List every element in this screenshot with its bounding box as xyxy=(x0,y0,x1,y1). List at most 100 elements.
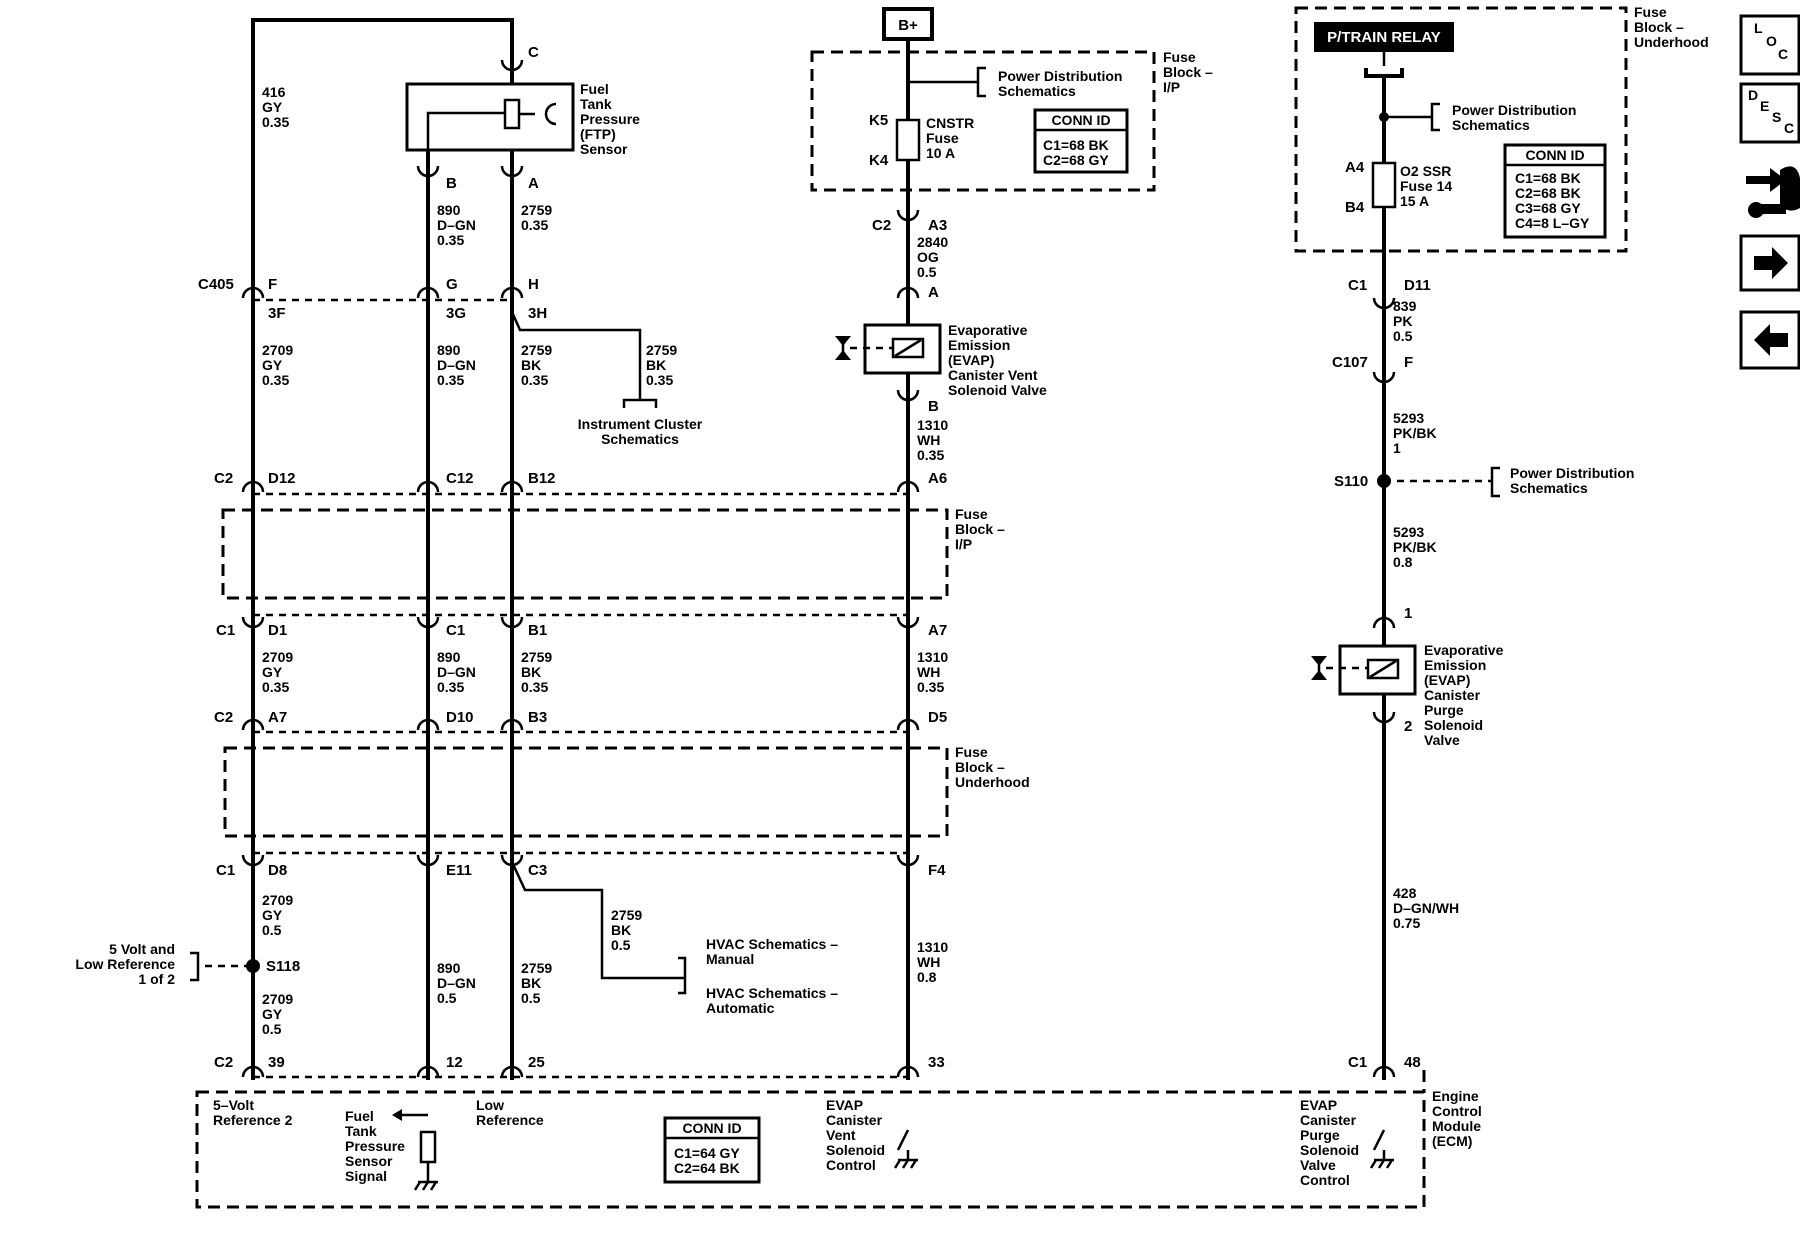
wire-labels: 416 GY 0.35 890 D–GN 0.35 2759 0.35 2709… xyxy=(262,84,1459,1037)
pin-25: 25 xyxy=(528,1054,545,1071)
connector-c1: C1 xyxy=(1348,1054,1367,1071)
conn-id-title: CONN ID xyxy=(1051,112,1110,128)
loc-letter: O xyxy=(1766,33,1777,49)
pin-labels: C405 F G H 3F 3G 3H C2 D12 C12 B12 A6 C1… xyxy=(198,217,1431,1071)
wire-label: 0.5 xyxy=(521,990,541,1006)
ftp-sensor-label: Sensor xyxy=(580,141,628,157)
wire-label: BK xyxy=(646,357,666,373)
conn-id-line: C3=68 GY xyxy=(1515,200,1581,216)
wire-label: WH xyxy=(917,432,940,448)
wire-label: 2709 xyxy=(262,342,293,358)
diagnostic-tool-icon[interactable] xyxy=(1746,166,1800,218)
connector-c107: C107 xyxy=(1332,354,1368,371)
wire-label: 0.35 xyxy=(521,679,548,695)
ecm-pin-label: Reference xyxy=(476,1112,544,1128)
pin-a7: A7 xyxy=(268,709,287,726)
wire-label: 890 xyxy=(437,649,461,665)
ecm-outline xyxy=(195,1090,1426,1209)
wire-label: 0.35 xyxy=(521,372,548,388)
fuse-label: Fuse xyxy=(926,130,959,146)
wire-label: 1310 xyxy=(917,939,948,955)
pin-h: H xyxy=(528,276,539,293)
location-button[interactable]: L O C xyxy=(1739,14,1800,76)
power-dist-label: Schematics xyxy=(1510,480,1588,496)
pin-c3: C3 xyxy=(528,862,547,879)
five-volt-label: Low Reference xyxy=(75,956,175,972)
desc-letter: S xyxy=(1772,109,1781,125)
conn-id-line: C1=64 GY xyxy=(674,1145,740,1161)
wire-label: D–GN xyxy=(437,217,476,233)
wire-label: 428 xyxy=(1393,885,1417,901)
conn-id-line: C2=68 GY xyxy=(1043,152,1109,168)
ecm-pin-label: Pressure xyxy=(345,1138,405,1154)
wire-label: 0.35 xyxy=(521,217,548,233)
next-arrow-button[interactable] xyxy=(1739,234,1800,292)
pin-g: G xyxy=(446,276,458,293)
pin-b3: B3 xyxy=(528,709,547,726)
ecm-pin-label: Canister xyxy=(1300,1112,1357,1128)
ftp-sensor-label: (FTP) xyxy=(580,126,616,142)
wire-label: GY xyxy=(262,99,283,115)
ecm-pin-label: Purge xyxy=(1300,1127,1340,1143)
wire-label: 0.5 xyxy=(611,937,631,953)
wire-label: 1310 xyxy=(917,649,948,665)
wire-label: BK xyxy=(611,922,631,938)
conn-id-box xyxy=(1033,108,1129,174)
terminal-arcs xyxy=(241,59,1396,1078)
wire-label: 2759 xyxy=(521,960,552,976)
wire-label: 0.5 xyxy=(262,922,282,938)
ftp-sensor-label: Tank xyxy=(580,96,612,112)
pin-a7: A7 xyxy=(928,622,947,639)
wire-label: 2759 xyxy=(611,907,642,923)
fuse-label: 10 A xyxy=(926,145,955,161)
connector-c1: C1 xyxy=(1348,277,1367,294)
ecm-pin-label: Valve xyxy=(1300,1157,1336,1173)
pin-f: F xyxy=(268,276,277,293)
fuse-block-label: Block – xyxy=(955,759,1005,775)
wire-label: 0.35 xyxy=(262,679,289,695)
hvac-label: Manual xyxy=(706,951,754,967)
wire-label: 1 xyxy=(1393,440,1401,456)
conn-id-line: C1=68 BK xyxy=(1043,137,1109,153)
wire-label: 890 xyxy=(437,342,461,358)
ftp-sensor-label: Pressure xyxy=(580,111,640,127)
evap-purge-label: (EVAP) xyxy=(1424,672,1470,688)
arrow-right-icon xyxy=(1754,247,1788,279)
b-plus-box: B+ xyxy=(882,7,934,41)
instrument-cluster-label: Instrument Cluster xyxy=(578,416,703,432)
wire-label: D–GN xyxy=(437,664,476,680)
fuse-block-label: I/P xyxy=(1163,79,1180,95)
pin-d5: D5 xyxy=(928,709,947,726)
wire-label: GY xyxy=(262,664,283,680)
evap-vent-solenoid: Evaporative Emission (EVAP) Canister Ven… xyxy=(835,322,1047,398)
description-button[interactable]: D E S C xyxy=(1739,82,1800,144)
fuse-block-label: Fuse xyxy=(955,744,988,760)
arrow-left-icon xyxy=(1754,324,1788,356)
pin-c: C xyxy=(528,44,539,61)
previous-arrow-button[interactable] xyxy=(1739,310,1800,370)
s118-splice: S118 5 Volt and Low Reference 1 of 2 xyxy=(75,941,300,987)
instrument-cluster-label: Schematics xyxy=(601,431,679,447)
connector-c1: C1 xyxy=(216,862,235,879)
wire-label: 0.35 xyxy=(437,232,464,248)
connector-c2: C2 xyxy=(872,217,891,234)
cnstr-fuse xyxy=(895,118,921,162)
connector-c1: C1 xyxy=(216,622,235,639)
connector-c405: C405 xyxy=(198,276,234,293)
fuse-label: 15 A xyxy=(1400,193,1429,209)
wire-label: 0.35 xyxy=(262,372,289,388)
evap-purge-label: Solenoid xyxy=(1424,717,1483,733)
ecm-pin-label: EVAP xyxy=(826,1097,863,1113)
nav-panel: L O C D E S C xyxy=(1739,14,1800,370)
wire-label: 0.5 xyxy=(437,990,457,1006)
fuse-block-ip-mid xyxy=(221,508,949,600)
connector-c2: C2 xyxy=(214,470,233,487)
fuse-block-label: Block – xyxy=(1163,64,1213,80)
wire-label: 0.35 xyxy=(917,679,944,695)
pin-1: 1 xyxy=(1404,605,1412,622)
fuse-block-underhood-top: P/TRAIN RELAY Power Distribution Schemat… xyxy=(1294,4,1709,253)
pin-d1: D1 xyxy=(268,622,287,639)
ecm-pin-label: Solenoid xyxy=(826,1142,885,1158)
